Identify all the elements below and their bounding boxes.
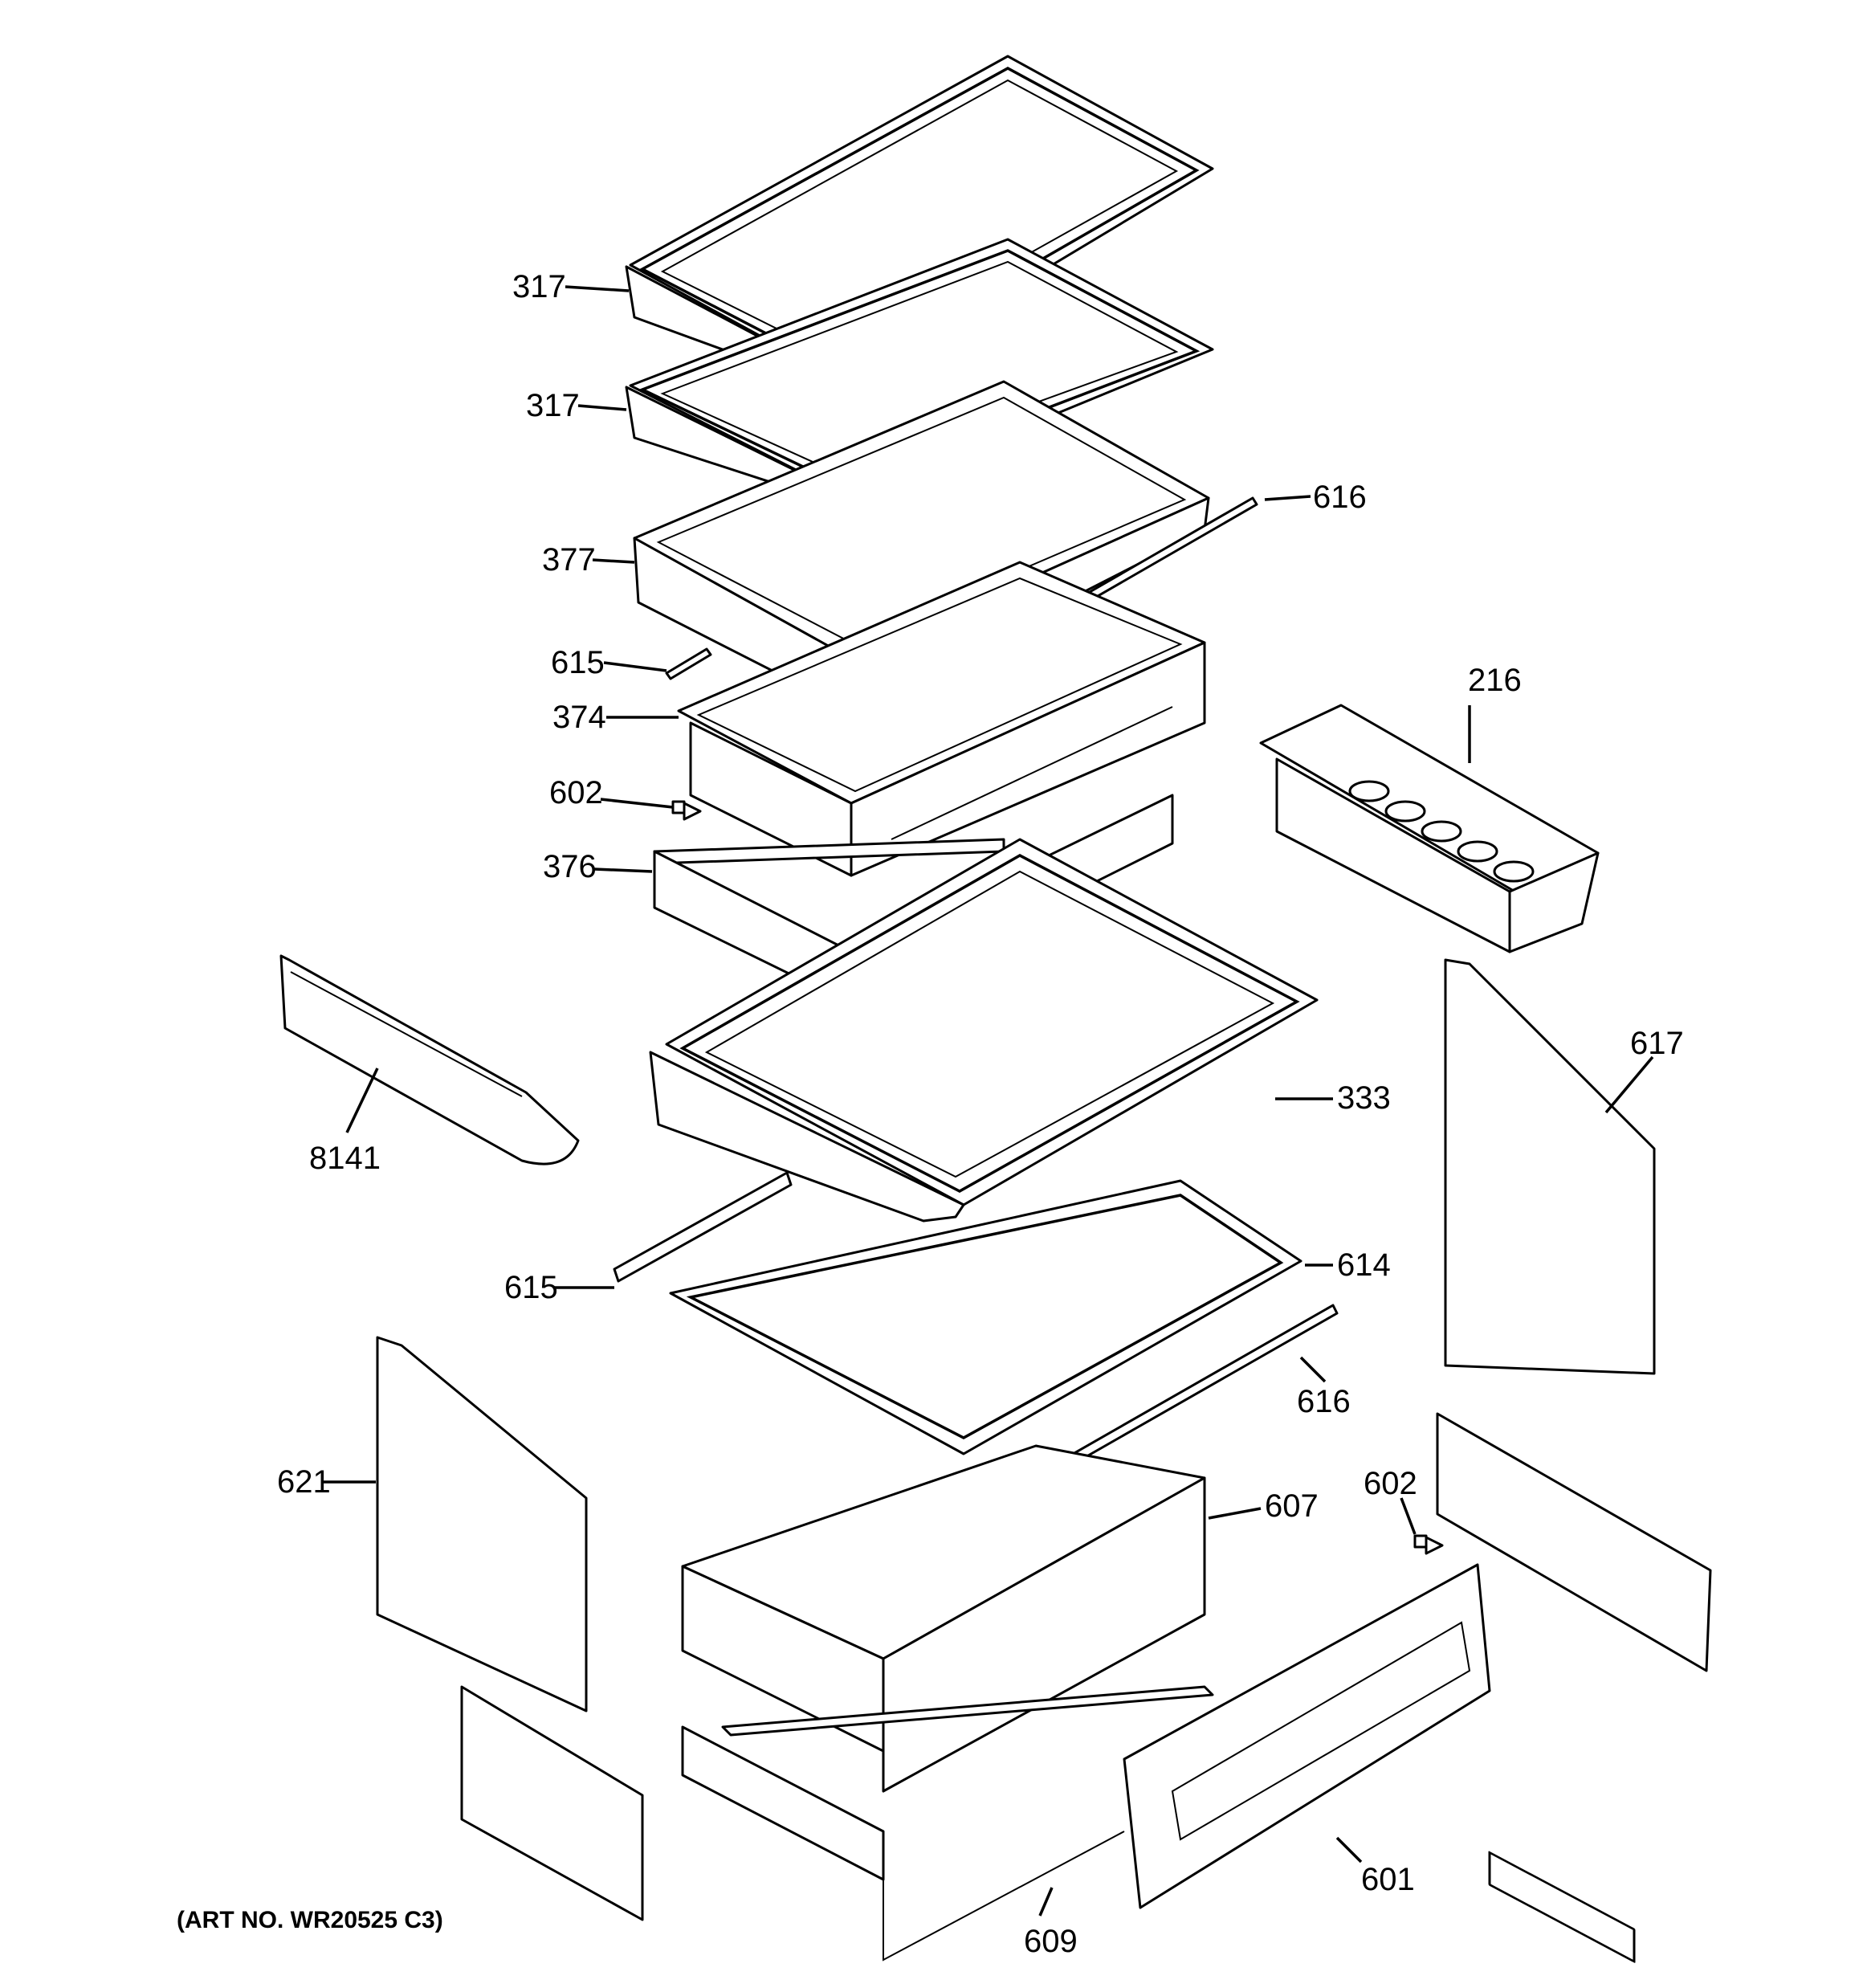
frame-621	[376, 1336, 644, 1921]
callout-317-second: 317	[526, 388, 580, 423]
frame-617	[1436, 958, 1712, 1963]
callout-602-top: 602	[549, 775, 603, 810]
callout-617: 617	[1630, 1026, 1684, 1061]
trim-8141	[279, 954, 580, 1165]
callout-labels: 317 317 616 377 615 374 216 602 376 617 …	[277, 269, 1684, 1959]
pan-607	[681, 1444, 1206, 1793]
rail-615-top	[665, 647, 712, 680]
art-number: (ART NO. WR20525 C3)	[177, 1907, 443, 1933]
callout-333: 333	[1337, 1080, 1391, 1116]
frame-609	[681, 1685, 1214, 1961]
callout-8141: 8141	[309, 1141, 381, 1176]
shelf-333	[649, 838, 1319, 1223]
callout-216: 216	[1468, 663, 1522, 698]
callout-317-top: 317	[512, 269, 566, 304]
egg-cups	[1348, 780, 1535, 883]
callout-374: 374	[552, 700, 606, 735]
callout-602-bottom: 602	[1364, 1466, 1417, 1501]
pan-374	[677, 561, 1206, 877]
callout-615-bottom: 615	[504, 1270, 558, 1305]
screw-602-top	[671, 800, 702, 821]
callout-615-top: 615	[551, 645, 605, 680]
callout-616-top: 616	[1313, 480, 1367, 515]
shelf-614	[669, 1179, 1302, 1455]
callout-376: 376	[543, 849, 597, 884]
callout-621: 621	[277, 1464, 331, 1500]
callout-607: 607	[1265, 1488, 1319, 1524]
screw-602-bottom	[1413, 1534, 1444, 1555]
callout-377: 377	[542, 542, 596, 578]
callout-616-bottom: 616	[1297, 1384, 1351, 1419]
callout-601: 601	[1361, 1862, 1415, 1897]
bin-216	[1259, 704, 1600, 953]
rail-615-bottom	[613, 1171, 793, 1283]
drawer-front-601	[1123, 1563, 1491, 1909]
callout-614: 614	[1337, 1247, 1391, 1283]
callout-609: 609	[1024, 1924, 1078, 1959]
leader-lines	[321, 285, 1654, 1917]
